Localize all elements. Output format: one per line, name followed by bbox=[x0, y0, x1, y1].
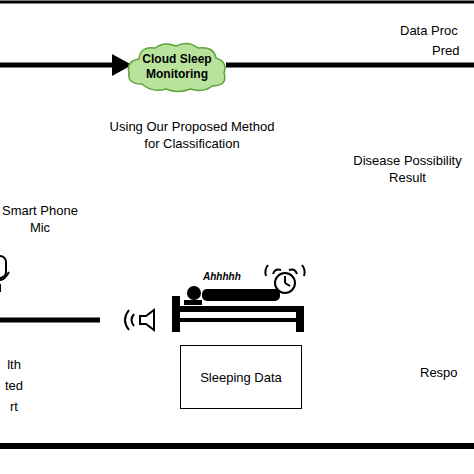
cropped-label: Pred bbox=[432, 42, 459, 59]
method-note: Using Our Proposed Method for Classifica… bbox=[108, 118, 276, 152]
cloud-node: Cloud Sleep Monitoring bbox=[124, 40, 230, 94]
mic-icon bbox=[0, 256, 9, 292]
flow-line bbox=[226, 63, 474, 68]
sound-text: Ahhhhh bbox=[203, 270, 241, 283]
cropped-label: lth ted rt bbox=[0, 354, 28, 417]
frame-line bbox=[0, 1, 474, 4]
node-text: Sleeping Data bbox=[200, 370, 282, 385]
speaker-icon bbox=[125, 310, 154, 330]
alarm-clock bbox=[265, 265, 304, 293]
node-text: Cloud Sleep Monitoring bbox=[138, 52, 216, 82]
process-box: Sleeping Data bbox=[180, 345, 302, 409]
device-label: Smart Phone Mic bbox=[0, 202, 80, 236]
cropped-label: Respo bbox=[420, 364, 458, 381]
flow-line bbox=[0, 443, 474, 449]
cropped-label: Data Proc bbox=[400, 22, 458, 39]
flow-line bbox=[0, 63, 116, 68]
result-label: Disease Possibility Result bbox=[345, 152, 470, 186]
flow-line bbox=[0, 318, 100, 323]
